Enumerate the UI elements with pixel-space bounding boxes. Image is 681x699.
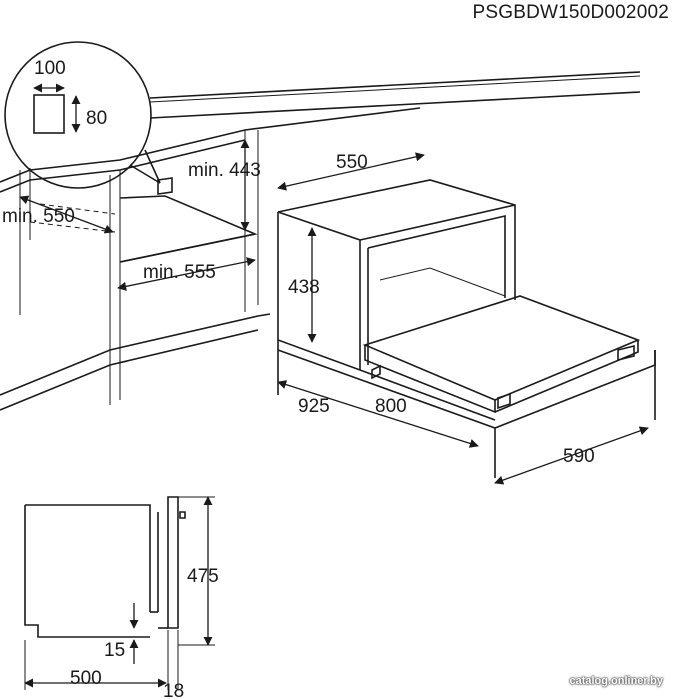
niche-min-height-label: min. 443 xyxy=(188,160,261,181)
side-depth-label: 500 xyxy=(70,668,102,689)
side-section xyxy=(24,496,215,646)
cutout-width-label: 100 xyxy=(34,58,66,79)
cutout-height-label: 80 xyxy=(86,108,107,129)
niche-min-width-label: min. 555 xyxy=(143,262,216,283)
bracket-detail-callout: 100 80 xyxy=(4,41,161,189)
drawer-extension-label: 800 xyxy=(375,396,407,417)
front-thickness-label: 18 xyxy=(163,681,184,699)
unit-height-label: 438 xyxy=(288,277,320,298)
unit-depth-label: 550 xyxy=(336,152,368,173)
bottom-gap-label: 15 xyxy=(104,640,125,661)
front-width-label: 590 xyxy=(563,446,595,467)
drawer-unit xyxy=(277,179,656,478)
model-code: PSGBDW150D002002 xyxy=(472,2,669,23)
front-height-label: 475 xyxy=(187,566,219,587)
watermark: catalog.onliner.by xyxy=(569,675,663,687)
niche-min-depth-label: min. 550 xyxy=(2,206,75,227)
drawer-depth-label: 925 xyxy=(298,396,330,417)
